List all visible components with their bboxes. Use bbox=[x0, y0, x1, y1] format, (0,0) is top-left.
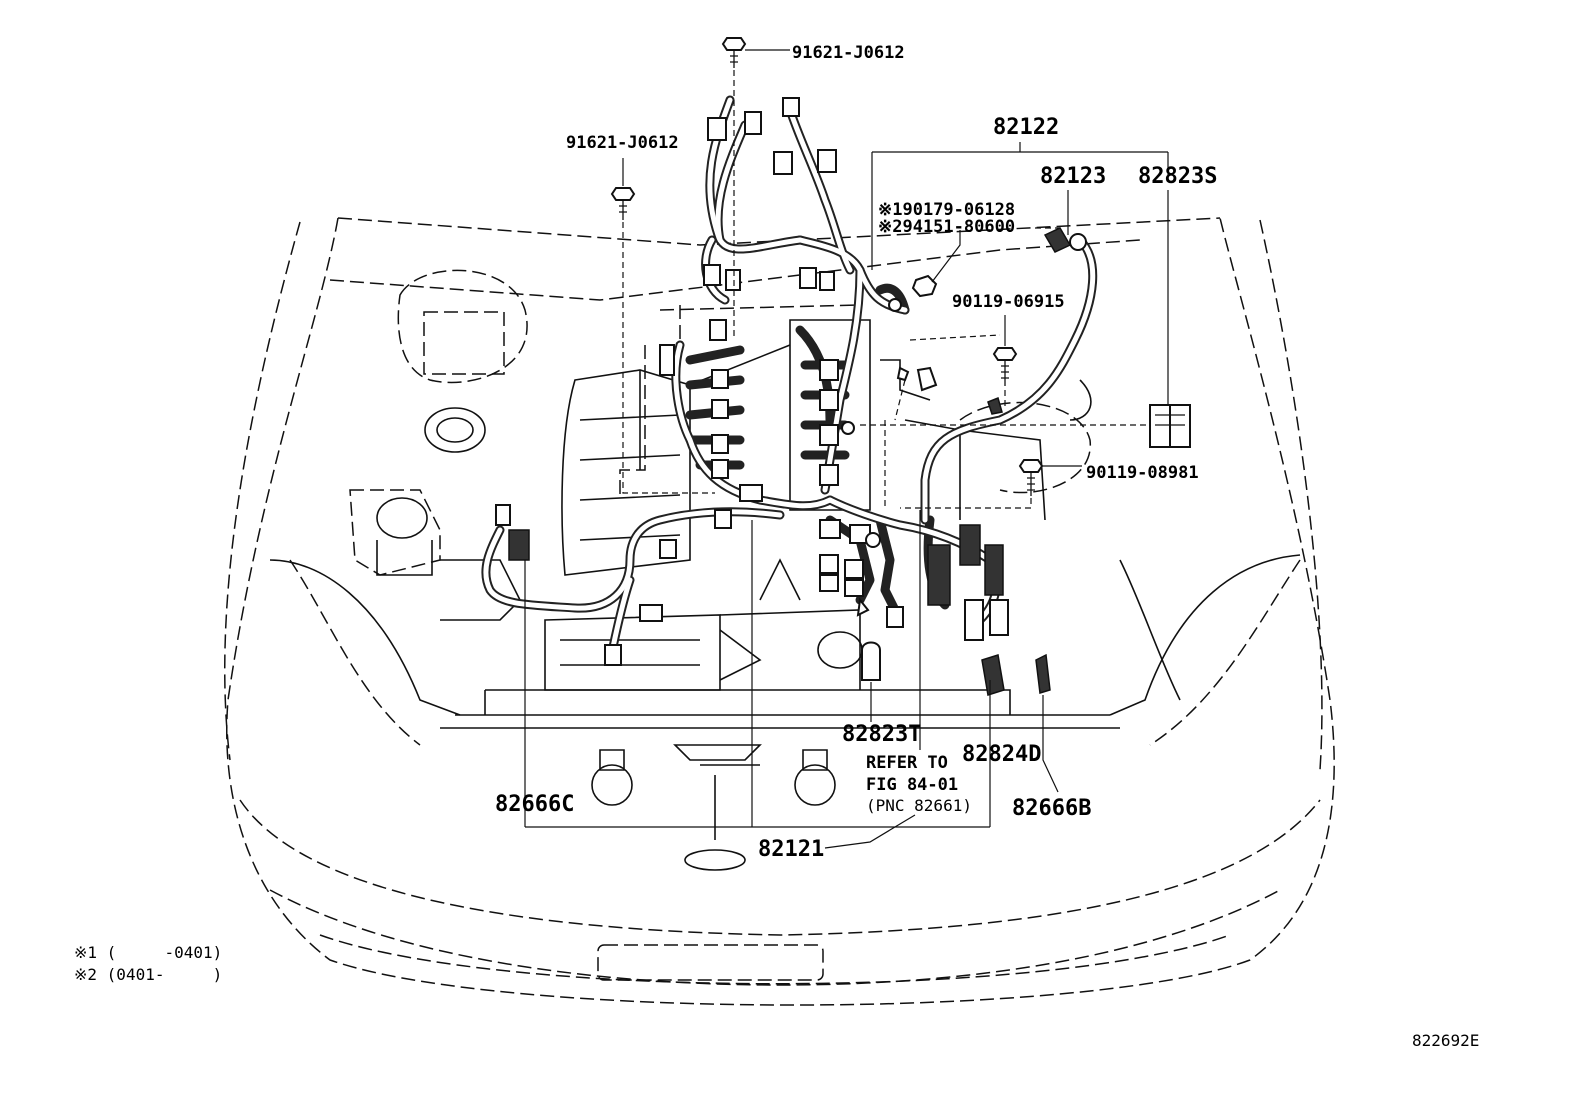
labels: 91621-J0612 91621-J0612 82122 82123 8282… bbox=[74, 43, 1479, 1050]
wire-82123-terminal bbox=[1043, 227, 1072, 253]
label-nut-variant-1: ※190179-06128 bbox=[878, 200, 1015, 220]
wire-harness bbox=[481, 95, 1098, 665]
label-82123: 82123 bbox=[1040, 164, 1106, 189]
figure-code: 822692E bbox=[1412, 1031, 1479, 1050]
connector-82666B-shape bbox=[1035, 653, 1051, 694]
label-refer-line3: (PNC 82661) bbox=[866, 796, 972, 815]
bolt-91621-left-icon bbox=[610, 187, 636, 220]
label-82666C: 82666C bbox=[495, 792, 574, 817]
label-refer-line2: FIG 84-01 bbox=[866, 775, 958, 795]
note-variant-1: ※1 ( -0401) bbox=[74, 943, 222, 962]
label-refer-line1: REFER TO bbox=[866, 753, 948, 773]
label-82121: 82121 bbox=[758, 837, 824, 862]
bolt-90119-08981-icon bbox=[1018, 459, 1044, 496]
label-bolt-90119-08981: 90119-08981 bbox=[1086, 463, 1199, 483]
bolt-90119-06915-icon bbox=[992, 347, 1018, 386]
connector-82823S-shape bbox=[1149, 404, 1191, 448]
label-82824D: 82824D bbox=[962, 742, 1041, 767]
bolt-91621-top-icon bbox=[721, 37, 747, 68]
label-82823S: 82823S bbox=[1138, 164, 1217, 189]
label-82666B: 82666B bbox=[1012, 796, 1091, 821]
label-82122: 82122 bbox=[993, 115, 1059, 140]
nut-90179-icon bbox=[911, 274, 938, 298]
vehicle-body bbox=[224, 217, 1335, 1006]
leader-lines bbox=[524, 49, 1169, 849]
connectors bbox=[495, 97, 1191, 696]
connector-82823T-shape bbox=[861, 641, 881, 681]
left-lamp-bulb bbox=[591, 749, 633, 806]
label-bolt-90119-06915: 90119-06915 bbox=[952, 292, 1065, 312]
right-lamp-bulb bbox=[794, 749, 836, 806]
connector-82824D-shape bbox=[981, 654, 1005, 696]
note-variant-2: ※2 (0401- ) bbox=[74, 965, 222, 984]
label-bolt-91621-top: 91621-J0612 bbox=[792, 43, 905, 63]
label-82823T: 82823T bbox=[842, 722, 921, 747]
label-bolt-91621-left: 91621-J0612 bbox=[566, 133, 679, 153]
label-nut-variant-2: ※294151-80600 bbox=[878, 217, 1015, 237]
